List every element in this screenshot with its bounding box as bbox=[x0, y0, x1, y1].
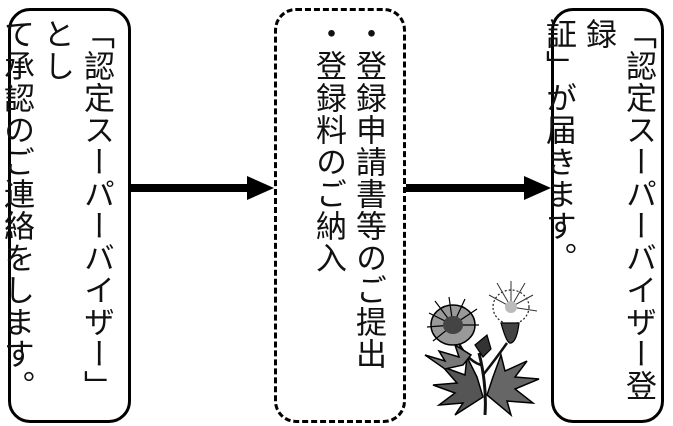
arrow-right-icon bbox=[406, 176, 551, 200]
step-3-text: 「認定スーパーバイザー登録 証」が届きます。 bbox=[540, 18, 658, 418]
step-3-line-2: 証」が届きます。 bbox=[540, 18, 576, 274]
step-1-text: 「認定スーパーバイザー」とし て承認のご連絡をします。 bbox=[0, 18, 116, 418]
step-2-line-2: ・登録料のご納入 bbox=[310, 18, 346, 274]
step-1-box bbox=[8, 8, 131, 423]
step-2-line-1: ・登録申請書等のご提出 bbox=[350, 18, 386, 370]
step-1-line-1: 「認定スーパーバイザー」とし bbox=[38, 18, 114, 402]
step-2-text: ・登録申請書等のご提出 ・登録料のご納入 bbox=[292, 18, 388, 418]
step-3-line-1: 「認定スーパーバイザー登録 bbox=[580, 18, 656, 402]
thistle-flower-icon bbox=[424, 281, 540, 418]
step-2-box bbox=[274, 8, 406, 423]
step-3-box bbox=[551, 8, 664, 423]
arrow-right-icon bbox=[131, 176, 274, 200]
step-1-line-2: て承認のご連絡をします。 bbox=[0, 18, 34, 402]
